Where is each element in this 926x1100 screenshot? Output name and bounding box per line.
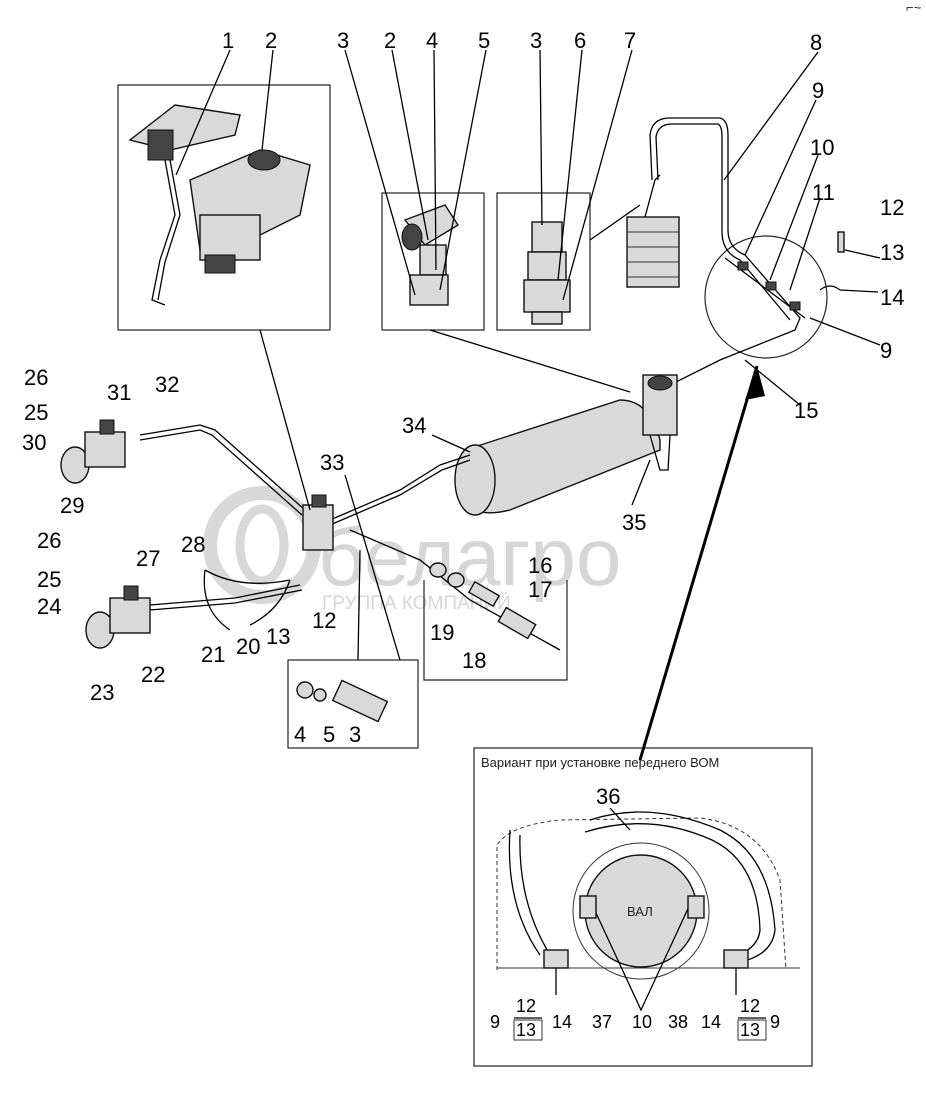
fitting-detail-box-b — [496, 192, 591, 331]
connector-detail — [296, 679, 389, 723]
hose-detail-bracket — [423, 580, 568, 681]
callout-20: 20 — [236, 634, 260, 659]
callout-29: 29 — [60, 493, 84, 518]
connector-detail-box — [287, 659, 419, 749]
callout-25: 25 — [24, 400, 48, 425]
callout-16: 16 — [528, 553, 552, 578]
callout-26: 26 — [24, 365, 48, 390]
callout-13c: 13 — [516, 1020, 536, 1040]
hose-assembly — [429, 562, 537, 640]
callout-12c: 12 — [516, 996, 536, 1016]
callout-9d: 9 — [770, 1012, 780, 1032]
callout-12: 12 — [880, 195, 904, 220]
callout-32: 32 — [155, 372, 179, 397]
callout-7: 7 — [624, 28, 636, 53]
callout-31: 31 — [107, 380, 131, 405]
callout-28: 28 — [181, 532, 205, 557]
callout-9b: 9 — [880, 338, 892, 363]
fitting-detail-box-a — [381, 192, 485, 331]
callout-9: 9 — [812, 78, 824, 103]
callouts-top: 1 2 3 2 4 5 3 6 7 8 9 10 11 12 13 14 9 1… — [222, 28, 904, 423]
callout-17: 17 — [528, 577, 552, 602]
tube-clamps — [724, 231, 845, 319]
callout-24: 24 — [37, 594, 61, 619]
callout-12b: 12 — [312, 608, 336, 633]
callout-9c: 9 — [490, 1012, 500, 1032]
callout-3: 3 — [337, 28, 349, 53]
watermark: белагро ГРУППА КОМПАНИЙ — [203, 486, 622, 614]
tube-clamp-detail-circle — [704, 235, 828, 359]
pressure-regulator-assembly — [128, 104, 311, 306]
callout-33: 33 — [320, 450, 344, 475]
callout-25b: 25 — [37, 567, 61, 592]
callout-26b: 26 — [37, 528, 61, 553]
callout-13d: 13 — [740, 1020, 760, 1040]
callouts-left: 26 25 31 32 30 29 34 33 35 26 27 28 25 2… — [22, 365, 646, 705]
watermark-brand: белагро — [318, 512, 622, 603]
callout-23: 23 — [90, 680, 114, 705]
callout-10: 10 — [810, 135, 834, 160]
callout-6: 6 — [574, 28, 586, 53]
callout-30: 30 — [22, 430, 46, 455]
compressor-valve-detail-box — [117, 84, 331, 331]
callout-35: 35 — [622, 510, 646, 535]
callout-19: 19 — [430, 620, 454, 645]
callout-14: 14 — [880, 285, 904, 310]
callout-13: 13 — [880, 240, 904, 265]
callout-14c: 14 — [701, 1012, 721, 1032]
corner-mark: ⌐~ — [906, 0, 922, 15]
callout-15: 15 — [794, 398, 818, 423]
shaft-label: ВАЛ — [627, 904, 653, 919]
front-pto-variant-drawing: ВАЛ — [496, 811, 800, 1012]
angle-fitting — [401, 204, 459, 306]
callout-38: 38 — [668, 1012, 688, 1032]
air-receiver — [454, 374, 678, 516]
callout-5: 5 — [478, 28, 490, 53]
callout-27: 27 — [136, 546, 160, 571]
compressor — [626, 117, 801, 387]
callout-8: 8 — [810, 30, 822, 55]
callout-13b: 13 — [266, 624, 290, 649]
brake-valve-upper — [60, 419, 126, 484]
callout-4: 4 — [426, 28, 438, 53]
callout-11: 11 — [812, 180, 835, 205]
callout-14b: 14 — [552, 1012, 572, 1032]
callouts-inset: 36 9 12 13 14 37 10 38 14 12 13 9 — [490, 784, 780, 1041]
callout-3b: 3 — [530, 28, 542, 53]
callout-37: 37 — [592, 1012, 612, 1032]
callout-21: 21 — [201, 642, 225, 667]
leader-lines — [175, 49, 881, 831]
callout-4b: 4 — [294, 722, 306, 747]
callout-34: 34 — [402, 413, 426, 438]
callout-2: 2 — [265, 28, 277, 53]
callout-22: 22 — [141, 662, 165, 687]
inset-title: Вариант при установке переднего ВОМ — [481, 755, 719, 770]
brake-valve-lower — [85, 585, 151, 649]
watermark-subtitle: ГРУППА КОМПАНИЙ — [322, 592, 511, 614]
callout-36: 36 — [596, 784, 620, 809]
pressure-valve-center — [302, 494, 334, 551]
callout-1: 1 — [222, 28, 234, 53]
callout-10b: 10 — [632, 1012, 652, 1032]
callout-5b: 5 — [323, 722, 335, 747]
callouts-detail: 4 5 3 — [294, 722, 361, 747]
callout-3c: 3 — [349, 722, 361, 747]
callout-18: 18 — [462, 648, 486, 673]
callout-2b: 2 — [384, 28, 396, 53]
callout-12d: 12 — [740, 996, 760, 1016]
